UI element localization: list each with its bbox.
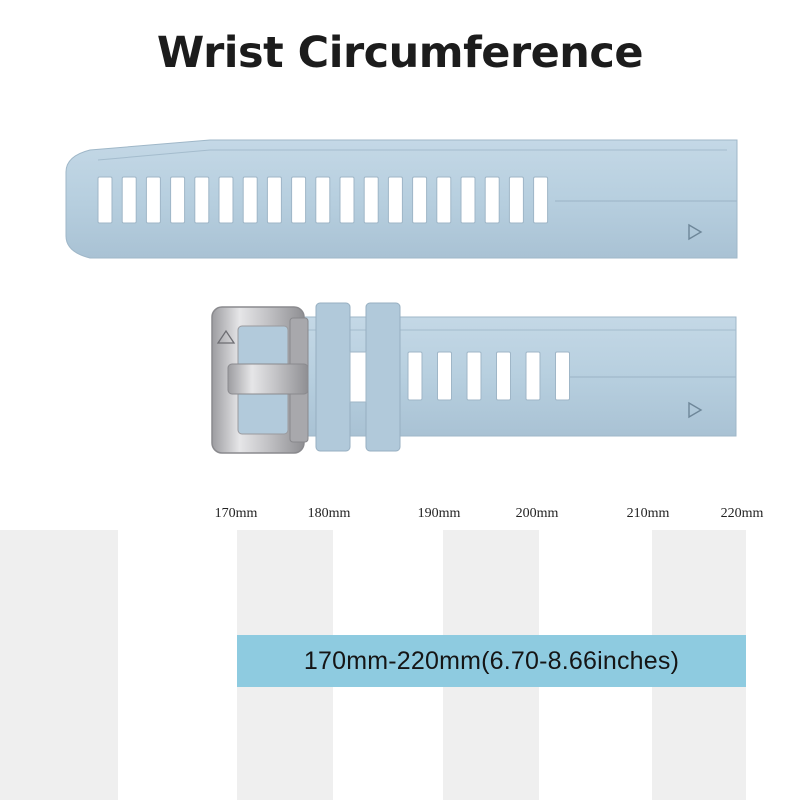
play-triangle-icon bbox=[688, 401, 703, 419]
strap-hole bbox=[484, 176, 500, 224]
strap-hole bbox=[121, 176, 137, 224]
stripe bbox=[0, 530, 118, 800]
strap-hole bbox=[145, 176, 161, 224]
strap-hole bbox=[407, 351, 423, 401]
play-triangle-icon bbox=[688, 223, 703, 241]
size-tick-label: 220mm bbox=[720, 506, 764, 521]
strap-hole bbox=[266, 176, 282, 224]
strap-hole bbox=[436, 176, 452, 224]
strap-hole bbox=[242, 176, 258, 224]
size-range-label: 170mm-220mm(6.70-8.66inches) bbox=[303, 646, 680, 675]
strap-keeper bbox=[365, 302, 401, 452]
strap-hole bbox=[466, 351, 482, 401]
strap-hole bbox=[194, 176, 210, 224]
strap-hole bbox=[97, 176, 113, 224]
strap-hole bbox=[533, 176, 549, 224]
strap-hole bbox=[555, 351, 570, 401]
up-triangle-icon bbox=[216, 329, 236, 344]
short-strap bbox=[287, 302, 737, 452]
metal-buckle bbox=[211, 306, 309, 454]
strap-hole bbox=[437, 351, 452, 401]
strap-hole bbox=[412, 176, 428, 224]
watch-strap-illustration bbox=[65, 139, 738, 454]
strap-hole bbox=[508, 176, 524, 224]
size-range-bar: 170mm-220mm(6.70-8.66inches) bbox=[237, 635, 746, 687]
size-tick-label: 170mm bbox=[214, 506, 258, 521]
strap-keeper bbox=[315, 302, 351, 452]
strap-hole bbox=[339, 176, 355, 224]
strap-hole bbox=[496, 351, 511, 401]
size-tick-label: 190mm bbox=[417, 506, 461, 521]
strap-hole bbox=[525, 351, 541, 401]
strap-hole bbox=[460, 176, 476, 224]
strap-hole bbox=[315, 176, 331, 224]
strap-hole bbox=[387, 176, 403, 224]
strap-hole bbox=[363, 176, 379, 224]
strap-hole bbox=[218, 176, 234, 224]
strap-hole bbox=[170, 176, 186, 224]
long-strap bbox=[65, 139, 738, 259]
strap-hole bbox=[291, 176, 307, 224]
size-tick-label: 180mm bbox=[307, 506, 351, 521]
size-tick-label: 210mm bbox=[626, 506, 670, 521]
page-title: Wrist Circumference bbox=[156, 28, 644, 78]
size-tick-label: 200mm bbox=[515, 506, 559, 521]
